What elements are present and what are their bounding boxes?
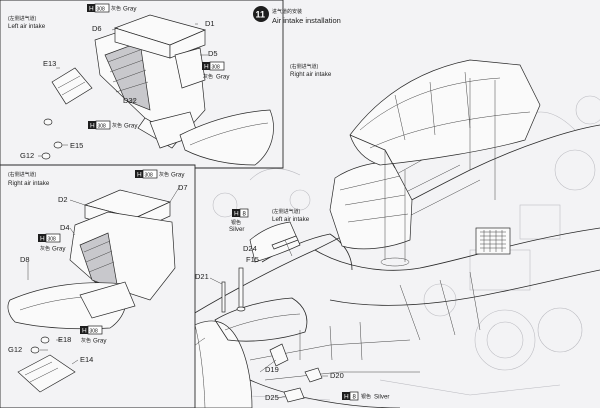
- part-label-e13: E13: [43, 59, 56, 68]
- left-intake-title-en: Left air intake: [8, 23, 46, 30]
- left-intake-title-cn: (左侧进气道): [8, 15, 37, 22]
- step-header: 11 进气道的安装 Air intake installation: [253, 6, 341, 25]
- paint-name-cn: 灰色: [111, 5, 121, 12]
- paint-name-cn: 灰色: [159, 171, 169, 178]
- paint-chip-gray-2: H 308 灰色 Gray: [202, 61, 230, 81]
- part-label-d8: D8: [20, 255, 30, 264]
- part-label-d2: D2: [58, 195, 68, 204]
- paint-number: 308: [90, 328, 99, 334]
- left-intake-drawing: [38, 14, 274, 166]
- right-intake-title-cn: (右侧进气道): [8, 171, 37, 178]
- paint-code: H: [234, 211, 239, 218]
- paint-code: H: [204, 64, 209, 71]
- paint-code: H: [90, 123, 95, 130]
- paint-chip-silver-2: H 8 银色 Silver: [342, 391, 389, 401]
- part-label-d24: D24: [243, 244, 257, 253]
- paint-chip-gray-5: H 308 灰色 Gray: [38, 233, 66, 253]
- part-label-d21: D21: [195, 272, 209, 281]
- paint-code: H: [89, 6, 94, 13]
- part-label-g12: G12: [20, 151, 34, 160]
- paint-name-cn: 灰色: [112, 122, 122, 129]
- paint-name-en: Gray: [124, 123, 138, 130]
- part-label-e14: E14: [80, 355, 93, 364]
- paint-number: 308: [145, 172, 154, 178]
- paint-chip-gray-6: H 308 灰色 Gray: [80, 325, 107, 345]
- paint-name-en: Gray: [52, 246, 66, 253]
- step-title-en: Air intake installation: [272, 16, 341, 25]
- part-label-d6: D6: [92, 24, 102, 33]
- part-label-d20: D20: [330, 371, 344, 380]
- fuselage-small-parts: [209, 235, 328, 403]
- paint-chip-gray-4: H 308 灰色 Gray: [135, 169, 185, 179]
- callout-left-intake-en: Left air intake: [272, 216, 310, 223]
- paint-number: 308: [97, 6, 106, 12]
- paint-code: H: [137, 172, 142, 179]
- part-label-e15: E15: [70, 141, 83, 150]
- part-label-d4: D4: [60, 223, 70, 232]
- paint-chip-gray-3: H 308 灰色 Gray: [88, 120, 138, 130]
- callout-left-intake-cn: (左侧进气道): [272, 208, 301, 215]
- paint-name-cn: 银色: [231, 219, 241, 226]
- part-label-d1: D1: [205, 19, 215, 28]
- part-label-d19: D19: [265, 365, 279, 374]
- part-label-d25: D25: [265, 393, 279, 402]
- paint-code: H: [82, 328, 87, 335]
- step-title-cn: 进气道的安装: [272, 8, 302, 15]
- callout-right-intake-en: Right air intake: [290, 71, 332, 78]
- paint-chip-silver-1: H 8 银色 Silver: [229, 208, 249, 233]
- paint-chip-gray-1: H 308 灰色 Gray: [87, 3, 137, 13]
- part-label-f15: F15: [246, 255, 259, 264]
- part-label-d5: D5: [208, 49, 218, 58]
- paint-name-en: Silver: [374, 394, 389, 401]
- paint-name-cn: 灰色: [40, 245, 50, 252]
- paint-name-en: Silver: [229, 226, 244, 233]
- paint-number: 308: [48, 236, 57, 242]
- paint-name-en: Gray: [171, 172, 185, 179]
- step-number-badge: [253, 6, 269, 22]
- paint-name-en: Gray: [216, 74, 230, 81]
- part-label-d7: D7: [178, 183, 188, 192]
- step-number: 11: [256, 10, 266, 20]
- paint-number: 308: [212, 64, 221, 70]
- paint-number: 8: [243, 212, 247, 218]
- part-label-e18: E18: [58, 335, 71, 344]
- paint-code: H: [40, 236, 45, 243]
- paint-code: H: [344, 394, 349, 401]
- part-label-d32: D32: [123, 96, 137, 105]
- paint-number: 8: [353, 395, 357, 401]
- paint-name-cn: 灰色: [81, 337, 91, 344]
- paint-name-cn: 灰色: [203, 73, 213, 80]
- right-intake-title-en: Right air intake: [8, 180, 50, 187]
- callout-right-intake-cn: (右侧进气道): [290, 63, 319, 70]
- part-label-g12-right: G12: [8, 345, 22, 354]
- right-intake-drawing: [7, 185, 181, 393]
- paint-name-cn: 银色: [361, 393, 371, 400]
- paint-number: 308: [98, 123, 107, 129]
- paint-name-en: Gray: [93, 338, 107, 345]
- paint-name-en: Gray: [123, 6, 137, 13]
